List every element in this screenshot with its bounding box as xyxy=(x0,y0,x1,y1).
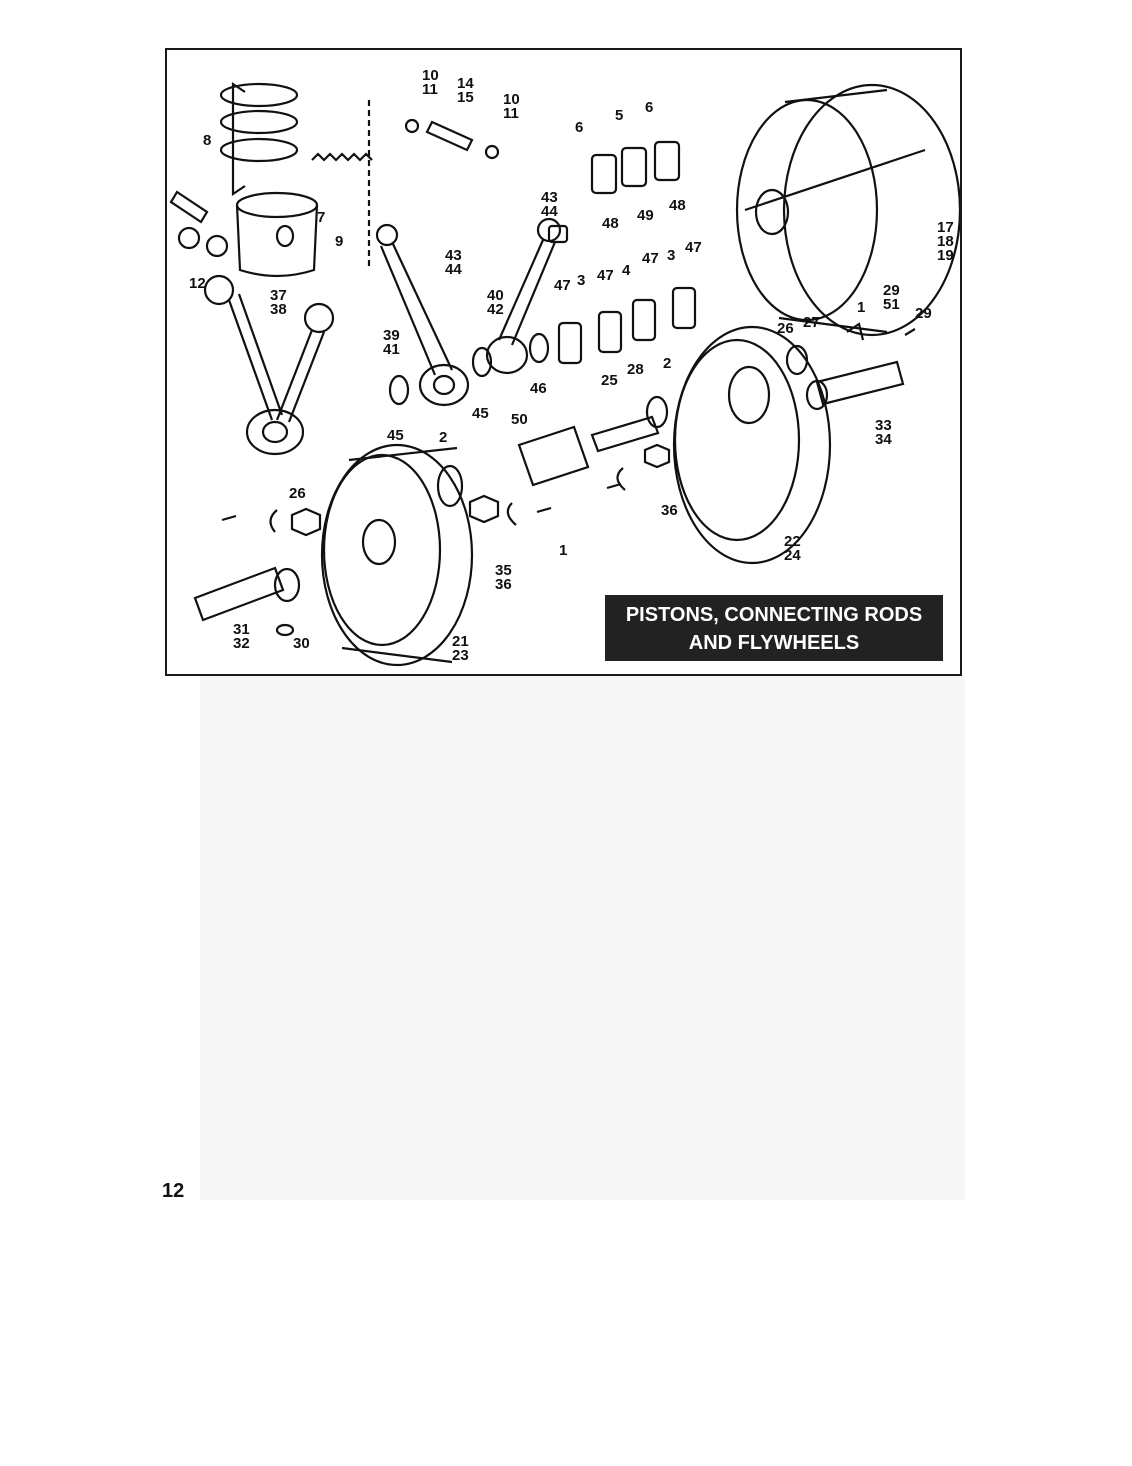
callout-label: 7 xyxy=(317,209,325,226)
ring-expander xyxy=(311,152,373,162)
callout-label: 49 xyxy=(637,207,654,224)
callout-label: 47 xyxy=(685,239,702,256)
faded-parts-list xyxy=(200,675,965,1200)
wrist-pin-upper xyxy=(425,120,474,152)
callout-label: 10 xyxy=(422,67,439,84)
callout-label: 3 xyxy=(667,247,675,264)
callout-label: 46 xyxy=(530,380,547,397)
diagram-drawing: 10 11 14 15 10 11 8 7 9 12 6 5 6 48 49 4… xyxy=(169,67,960,667)
callout-label: 2 xyxy=(439,429,447,446)
callout-label: 8 xyxy=(203,132,211,149)
callout-label: 35 xyxy=(495,562,512,579)
callout-label: 48 xyxy=(669,197,686,214)
callout-label: 9 xyxy=(335,233,343,250)
callout-label: 43 xyxy=(445,247,462,264)
callout-label: 44 xyxy=(445,261,462,278)
callout-label: 18 xyxy=(937,233,954,250)
callout-label: 12 xyxy=(189,275,206,292)
piston-ring xyxy=(219,109,299,135)
callout-label: 3 xyxy=(577,272,585,289)
callout-label: 51 xyxy=(883,296,900,313)
callout-label: 43 xyxy=(541,189,558,206)
callout-label: 48 xyxy=(602,215,619,232)
exploded-diagram: 10 11 14 15 10 11 8 7 9 12 6 5 6 48 49 4… xyxy=(165,48,962,676)
callout-label: 2 xyxy=(663,355,671,372)
callout-label: 44 xyxy=(541,203,558,220)
callout-label: 25 xyxy=(601,372,618,389)
roller-bearings-middle xyxy=(557,286,697,365)
callout-label: 10 xyxy=(503,91,520,108)
roller-bearings-upper xyxy=(590,140,681,195)
flywheel-right xyxy=(735,83,960,337)
callout-label: 40 xyxy=(487,287,504,304)
nut xyxy=(643,443,671,469)
callout-label: 37 xyxy=(270,287,287,304)
callout-label: 34 xyxy=(875,431,892,448)
callout-label: 28 xyxy=(627,361,644,378)
callout-label: 36 xyxy=(661,502,678,519)
callout-label: 21 xyxy=(452,633,469,650)
pin-bushing xyxy=(205,234,229,258)
callout-label: 14 xyxy=(457,75,474,92)
lock-plate xyxy=(616,467,626,491)
callout-label: 15 xyxy=(457,89,474,106)
callout-label: 47 xyxy=(554,277,571,294)
piston xyxy=(235,191,319,278)
callout-label: 22 xyxy=(784,533,801,550)
connecting-rod-front-rear xyxy=(203,274,335,456)
lock-plate xyxy=(506,502,517,526)
callout-label: 47 xyxy=(597,267,614,284)
callout-label: 24 xyxy=(784,547,801,564)
callout-label: 17 xyxy=(937,219,954,236)
callout-label: 4 xyxy=(622,262,631,279)
callout-label: 29 xyxy=(915,305,932,322)
callout-label: 33 xyxy=(875,417,892,434)
callout-label: 27 xyxy=(803,314,820,331)
figure-title-line2: AND FLYWHEELS xyxy=(688,632,860,654)
pinion-shaft xyxy=(815,360,905,406)
callout-label: 42 xyxy=(487,301,504,318)
callout-label: 11 xyxy=(422,81,438,98)
main-bearing xyxy=(517,425,590,487)
callout-label: 6 xyxy=(575,119,583,136)
callout-label: 23 xyxy=(452,647,469,664)
callout-label: 45 xyxy=(387,427,404,444)
piston-ring xyxy=(219,82,299,108)
callout-label: 39 xyxy=(383,327,400,344)
wrist-pin xyxy=(169,190,209,224)
callout-label: 26 xyxy=(777,320,794,337)
callout-label: 29 xyxy=(883,282,900,299)
nut xyxy=(468,494,500,524)
connecting-rod xyxy=(375,223,470,407)
callout-label: 45 xyxy=(472,405,489,422)
callout-label: 19 xyxy=(937,247,954,264)
callout-label: 11 xyxy=(503,105,519,122)
page-number: 12 xyxy=(162,1180,185,1202)
figure-title-line1: PISTONS, CONNECTING RODS xyxy=(625,604,923,626)
callout-label: 38 xyxy=(270,301,287,318)
piston-ring xyxy=(219,137,299,163)
flywheel-sprocket-side xyxy=(320,443,474,667)
callout-label: 1 xyxy=(559,542,567,559)
callout-label: 32 xyxy=(233,635,250,652)
sprocket-shaft xyxy=(193,566,285,622)
lock-plate xyxy=(269,509,278,533)
callout-label: 36 xyxy=(495,576,512,593)
callout-label: 6 xyxy=(645,99,653,116)
callout-label: 5 xyxy=(615,107,623,124)
callout-label: 1 xyxy=(857,299,865,316)
callout-label: 41 xyxy=(383,341,400,358)
nut xyxy=(290,507,322,537)
figure-title: PISTONS, CONNECTING RODS AND FLYWHEELS xyxy=(605,595,943,661)
callout-label: 50 xyxy=(511,411,528,428)
callout-label: 47 xyxy=(642,250,659,267)
callout-label: 26 xyxy=(289,485,306,502)
callout-label: 30 xyxy=(293,635,310,652)
callout-label: 31 xyxy=(233,621,250,638)
pin-bushing xyxy=(177,226,201,250)
flywheel-left xyxy=(672,325,832,565)
crank-pin xyxy=(590,415,660,453)
